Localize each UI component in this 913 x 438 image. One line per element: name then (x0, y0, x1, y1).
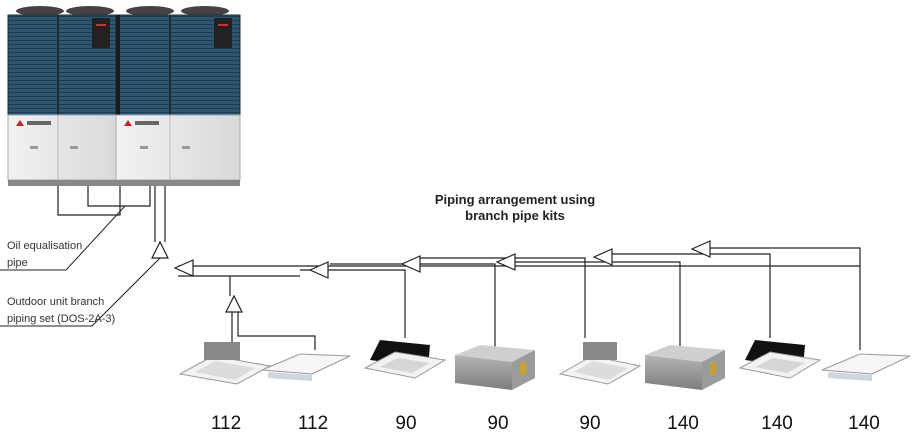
indoor-unit-1 (178, 342, 272, 385)
indoor-unit-8 (821, 353, 911, 381)
oil-pipe-leader (0, 205, 126, 271)
capacity-label-5: 90 (579, 413, 601, 434)
branch-joint-main (173, 259, 194, 277)
capacity-label-2: 112 (297, 413, 329, 434)
capacity-label-8: 140 (848, 413, 880, 434)
branch-joint-2 (308, 261, 329, 279)
branch-piping-set-label: Outdoor unit branch piping set (DOS-2A-3… (7, 294, 115, 328)
capacity-label-7: 140 (761, 413, 793, 434)
diagram-title-line2: branch pipe kits (465, 208, 565, 223)
diagram-title: Piping arrangement using branch pipe kit… (390, 192, 640, 224)
branch-joint-3 (400, 255, 421, 273)
oil-label-line2: pipe (7, 257, 28, 269)
indoor-unit-3 (363, 340, 447, 379)
branch-joints (151, 240, 711, 313)
indoor-unit-4 (455, 345, 535, 390)
indoor-unit-7 (738, 340, 822, 379)
branch-label-line1: Outdoor unit branch (7, 296, 105, 308)
branch-label-line2: piping set (DOS-2A-3) (7, 313, 116, 325)
outdoor-unit (7, 6, 241, 186)
capacity-label-1: 112 (210, 413, 242, 434)
diagram-title-line1: Piping arrangement using (434, 192, 596, 207)
indoor-unit-6 (645, 345, 725, 390)
branch-joint-5 (592, 248, 613, 266)
capacity-label-3: 90 (395, 413, 417, 434)
oil-equalisation-label: Oil equalisation pipe (7, 238, 82, 272)
indoor-unit-2 (261, 353, 351, 381)
branch-joint-left (225, 294, 243, 313)
indoor-unit-5 (558, 342, 642, 385)
branch-joint-outdoor (151, 240, 169, 259)
piping-lines (57, 186, 861, 350)
capacity-label-4: 90 (487, 413, 509, 434)
capacity-label-6: 140 (667, 413, 699, 434)
branch-set-leader (0, 257, 161, 327)
oil-label-line1: Oil equalisation (7, 240, 83, 252)
branch-joint-4 (495, 253, 516, 271)
branch-joint-6 (690, 240, 711, 258)
